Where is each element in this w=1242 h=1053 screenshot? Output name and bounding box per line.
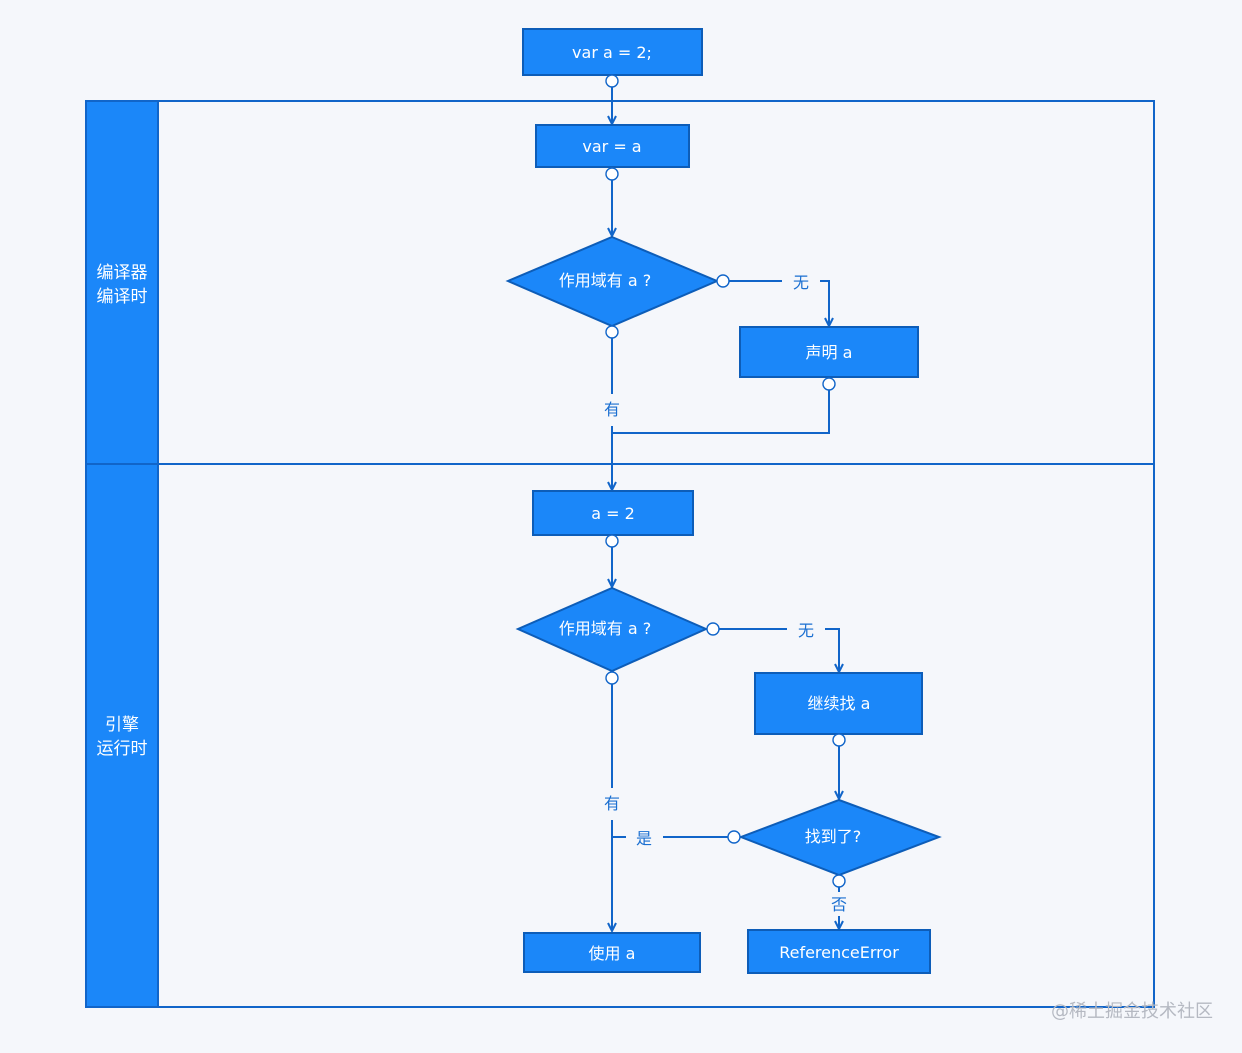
lane-compile-label-1: 编译器 <box>97 263 148 283</box>
lane-header-runtime <box>85 463 159 1008</box>
edge-labels: 无 有 无 有 是 否 <box>604 273 847 914</box>
port-scope-runtime-bottom <box>605 671 619 685</box>
port-scope-runtime-right <box>706 622 720 636</box>
label-runtime-no: 无 <box>798 621 814 640</box>
node-declare-a[interactable] <box>739 326 919 378</box>
port-start-bottom <box>605 74 619 88</box>
node-start[interactable] <box>522 28 703 76</box>
ports <box>605 74 846 888</box>
node-use-a[interactable] <box>523 932 701 973</box>
node-declare-var-label: var = a <box>582 137 641 156</box>
edge-runtime-no <box>713 628 839 672</box>
lane-compile-label-2: 编译时 <box>97 287 148 307</box>
port-declare-var-bottom <box>605 167 619 181</box>
label-runtime-yes: 有 <box>604 794 620 813</box>
node-reference-error-label: ReferenceError <box>779 943 899 962</box>
node-keep-looking[interactable] <box>754 672 923 735</box>
node-assign-label: a = 2 <box>591 504 635 523</box>
edge-compile-no <box>723 280 829 326</box>
port-declare-a-bottom <box>822 377 836 391</box>
port-scope-compile-bottom <box>605 325 619 339</box>
edges <box>612 81 839 931</box>
node-start-label: var a = 2; <box>572 43 652 62</box>
label-compile-no: 无 <box>793 273 809 292</box>
label-found-yes: 是 <box>636 829 652 848</box>
swimlane-frame: 编译器 编译时 引擎 运行时 <box>85 100 1155 1008</box>
node-scope-check-runtime[interactable] <box>515 586 709 673</box>
node-found-check-label: 找到了? <box>805 827 862 846</box>
lane-runtime-label-1: 引擎 <box>105 715 139 735</box>
watermark-text: @稀土掘金技术社区 <box>1051 1001 1213 1022</box>
port-found-bottom <box>832 874 846 888</box>
edge-declare-a-merge <box>612 384 830 434</box>
node-scope-check-runtime-label: 作用域有 a ? <box>559 619 651 638</box>
node-assign[interactable] <box>532 490 694 536</box>
lane-runtime-label-2: 运行时 <box>97 739 148 759</box>
label-found-no: 否 <box>831 895 847 914</box>
nodes: var a = 2; var = a 作用域有 a ? 声明 a a = 2 作… <box>505 28 942 974</box>
port-assign-bottom <box>605 534 619 548</box>
node-declare-a-label: 声明 a <box>806 343 853 362</box>
port-scope-compile-right <box>716 274 730 288</box>
label-compile-yes: 有 <box>604 400 620 419</box>
node-reference-error[interactable] <box>747 929 931 974</box>
node-use-a-label: 使用 a <box>589 944 636 963</box>
node-keep-looking-label: 继续找 a <box>808 694 871 713</box>
port-keep-looking-bottom <box>832 733 846 747</box>
node-declare-var[interactable] <box>535 124 690 168</box>
port-found-left <box>727 830 741 844</box>
node-scope-check-compile-label: 作用域有 a ? <box>559 271 651 290</box>
